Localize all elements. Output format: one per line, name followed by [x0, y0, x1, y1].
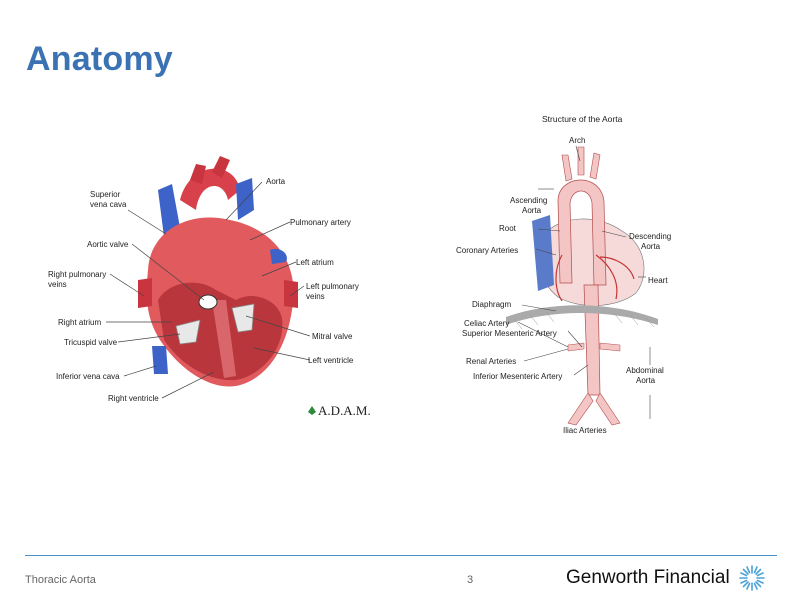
starburst-icon [738, 565, 765, 591]
label-abdominal-aorta-2: Aorta [636, 376, 656, 385]
label-root: Root [499, 224, 517, 233]
label-left-atrium: Left atrium [296, 258, 334, 267]
label-abdominal-aorta-1: Abdominal [626, 366, 664, 375]
aorta-diagram-title: Structure of the Aorta [542, 114, 623, 124]
label-right-atrium: Right atrium [58, 318, 101, 327]
footer-text: Thoracic Aorta [25, 574, 96, 586]
label-right-pulmonary-veins-2: veins [48, 280, 67, 289]
label-aortic-valve: Aortic valve [87, 240, 129, 249]
logo-word-financial: Financial [653, 567, 730, 588]
label-superior-mesenteric-artery: Superior Mesenteric Artery [462, 329, 557, 338]
label-superior-vena-cava-2: vena cava [90, 200, 127, 209]
label-inferior-vena-cava: Inferior vena cava [56, 372, 120, 381]
leaf-icon [308, 406, 316, 415]
label-descending-aorta-2: Aorta [641, 242, 661, 251]
label-pulmonary-artery: Pulmonary artery [290, 218, 351, 227]
label-diaphragm: Diaphragm [472, 300, 511, 309]
label-mitral-valve: Mitral valve [312, 332, 353, 341]
label-tricuspid-valve: Tricuspid valve [64, 338, 118, 347]
footer-divider [25, 555, 777, 556]
slide-title: Anatomy [26, 40, 173, 78]
aorta-diagram: Structure of the Aorta [456, 114, 671, 435]
heart-diagram: Superior vena cava Aorta Pulmonary arter… [48, 156, 371, 418]
label-left-ventricle: Left ventricle [308, 356, 354, 365]
label-ascending-aorta-1: Ascending [510, 196, 547, 205]
aorta-illustration [506, 146, 658, 426]
logo-word-genworth: Genworth [566, 567, 649, 588]
label-left-pulmonary-veins-1: Left pulmonary [306, 282, 359, 291]
label-left-pulmonary-veins-2: veins [306, 292, 325, 301]
adam-logo: A.D.A.M. [308, 403, 371, 418]
label-ascending-aorta-2: Aorta [522, 206, 542, 215]
label-iliac-arteries: Iliac Arteries [563, 426, 607, 435]
genworth-logo: Genworth Financial [566, 565, 766, 591]
label-heart: Heart [648, 276, 668, 285]
label-aorta: Aorta [266, 177, 286, 186]
logo-wordmark: Genworth Financial [566, 567, 730, 589]
label-right-pulmonary-veins-1: Right pulmonary [48, 270, 106, 279]
label-superior-vena-cava-1: Superior [90, 190, 121, 199]
label-renal-arteries: Renal Arteries [466, 357, 516, 366]
label-arch: Arch [569, 136, 585, 145]
label-inferior-mesenteric-artery: Inferior Mesenteric Artery [473, 372, 562, 381]
adam-credit: A.D.A.M. [318, 403, 371, 418]
label-descending-aorta-1: Descending [629, 232, 671, 241]
page-number: 3 [467, 574, 474, 586]
label-celiac-artery: Celiac Artery [464, 319, 509, 328]
heart-illustration [138, 156, 298, 387]
label-right-ventricle: Right ventricle [108, 394, 159, 403]
label-coronary-arteries: Coronary Arteries [456, 246, 518, 255]
